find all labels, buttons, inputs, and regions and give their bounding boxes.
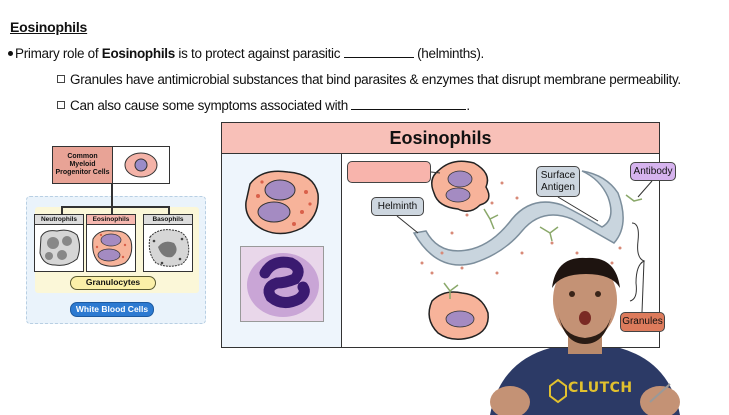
surface-antigen-label: Surface Antigen — [536, 166, 580, 197]
helminth-label: Helminth — [371, 197, 424, 216]
clutch-shirt-logo: CLUTCH — [568, 380, 633, 396]
granulocytes-label: Granulocytes — [70, 276, 156, 290]
progenitor-cell-icon — [113, 147, 169, 183]
progenitor-label: Common Myeloid Progenitor Cells — [53, 147, 113, 183]
fill-in-blank-parasite — [343, 47, 414, 58]
checkbox-square-icon — [57, 101, 65, 109]
helminth-attack-illustration — [396, 160, 653, 340]
blank-label-box — [347, 161, 431, 183]
antibody-label: Antibody — [630, 162, 676, 181]
presenter-video-overlay: CLUTCH — [480, 252, 690, 415]
basophil-cell-icon — [148, 229, 190, 267]
basophil-card: Basophils — [143, 214, 193, 272]
eosinophil-card: Eosinophils — [86, 214, 136, 272]
neutrophil-cell-icon — [39, 229, 80, 266]
checkbox-square-icon — [57, 75, 65, 83]
granules-label: Granules — [620, 312, 665, 332]
sub-item-granules: Granules have antimicrobial substances t… — [57, 72, 681, 87]
primary-role-bullet: Primary role of Eosinophils is to protec… — [8, 46, 484, 61]
granulocyte-hierarchy-diagram: Common Myeloid Progenitor Cells Neutroph… — [22, 146, 208, 328]
eosinophil-micrograph — [240, 246, 324, 322]
notes-heading: Eosinophils — [10, 19, 88, 35]
diagram-title: Eosinophils — [222, 123, 659, 154]
bullet-dot-icon — [8, 51, 13, 56]
eosinophil-cartoon-icon — [245, 170, 319, 235]
eosinophil-illustration-pane — [222, 154, 342, 347]
neutrophil-card: Neutrophils — [34, 214, 84, 272]
eosinophil-cell-icon — [92, 230, 133, 267]
progenitor-cell-box: Common Myeloid Progenitor Cells — [52, 146, 170, 184]
fill-in-blank-symptoms — [351, 99, 467, 110]
white-blood-cells-label: White Blood Cells — [70, 302, 154, 317]
sub-item-symptoms: Can also cause some symptoms associated … — [57, 98, 470, 113]
